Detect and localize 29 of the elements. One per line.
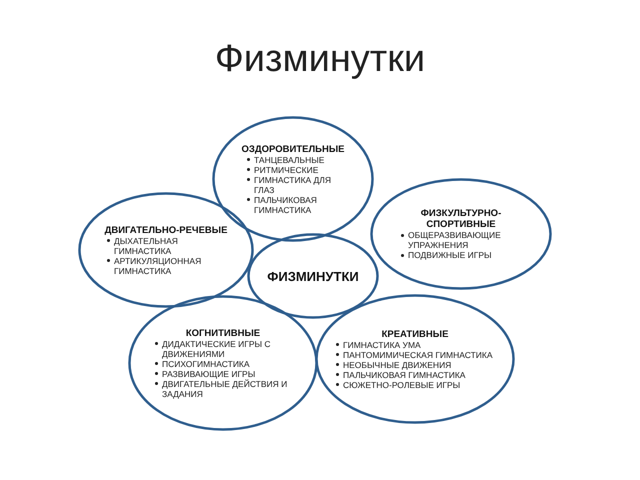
list-item: НЕОБЫЧНЫЕ ДВИЖЕНИЯ	[343, 360, 452, 370]
list-item: ОБЩЕРАЗВИВАЮЩИЕ УПРАЖНЕНИЯ	[408, 230, 501, 250]
category-circle	[315, 294, 515, 424]
category-heading: ОЗДОРОВИТЕЛЬНЫЕ	[242, 144, 344, 154]
category-circle	[78, 192, 254, 308]
list-item: РИТМИЧЕСКИЕ	[254, 164, 318, 174]
list-item: ПОДВИЖНЫЕ ИГРЫ	[408, 250, 492, 260]
category-heading: ФИЗКУЛЬТУРНО-СПОРТИВНЫЕ	[420, 208, 502, 230]
list-item: ДВИГАТЕЛЬНЫЕ ДЕЙСТВИЯ И ЗАДАНИЯ	[162, 378, 288, 398]
list-item: АРТИКУЛЯЦИОННАЯ ГИМНАСТИКА	[114, 256, 202, 276]
list-item: ПСИХОГИМНАСТИКА	[162, 358, 250, 368]
list-item: ПАНТОМИМИЧЕСКАЯ ГИМНАСТИКА	[343, 350, 493, 360]
list-item: ПАЛЬЧИКОВАЯ ГИМНАСТИКА	[254, 194, 317, 214]
list-item: ДЫХАТЕЛЬНАЯ ГИМНАСТИКА	[114, 236, 178, 256]
category-heading: КРЕАТИВНЫЕ	[382, 328, 448, 340]
list-item: СЮЖЕТНО-РОЛЕВЫЕ ИГРЫ	[343, 380, 460, 390]
list-item: ДИДАКТИЧЕСКИЕ ИГРЫ С ДВИЖЕНИЯМИ	[162, 338, 271, 358]
category-heading: ДВИГАТЕЛЬНО-РЕЧЕВЫЕ	[104, 224, 228, 236]
category-circle	[370, 178, 552, 290]
list-item: ТАНЦЕВАЛЬНЫЕ	[254, 154, 324, 164]
list-item: РАЗВИВАЮЩИЕ ИГРЫ	[162, 368, 256, 378]
list-item: ПАЛЬЧИКОВАЯ ГИМНАСТИКА	[343, 370, 466, 380]
category-circle	[247, 233, 379, 319]
diagram-title: Физминутки	[214, 38, 426, 81]
category-heading: КОГНИТИВНЫЕ	[186, 328, 260, 338]
category-heading: ФИЗМИНУТКИ	[267, 270, 359, 282]
category-circle	[128, 295, 318, 431]
list-item: ГИМНАСТИКА ДЛЯ ГЛАЗ	[254, 174, 332, 194]
list-item: ГИМНАСТИКА УМА	[343, 340, 421, 350]
